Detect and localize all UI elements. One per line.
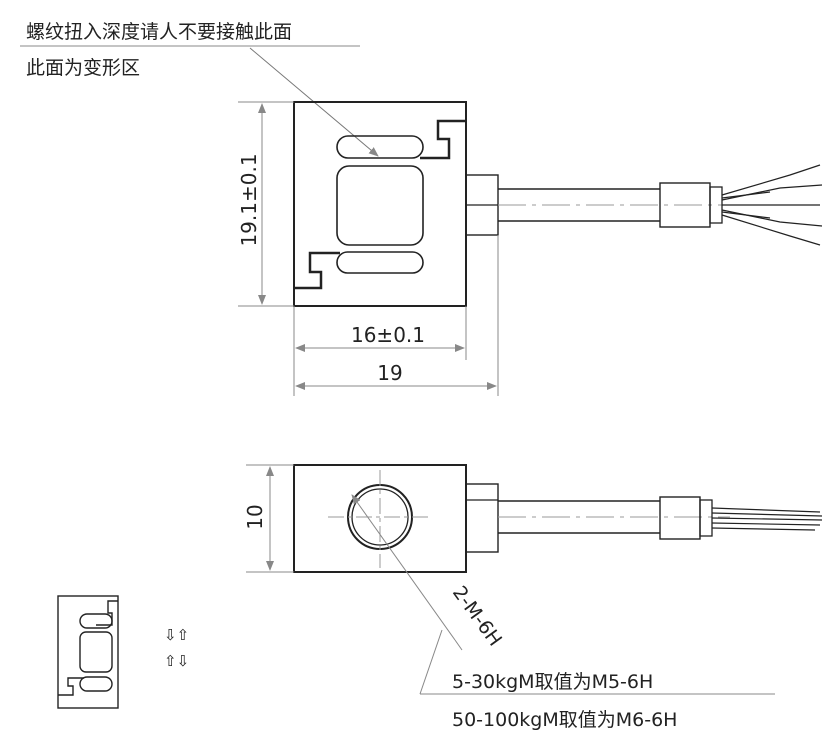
thread-spec-line2: 50-100kgM取值为M6-6H	[452, 709, 677, 731]
inner-width-dimension: 16±0.1	[351, 323, 425, 347]
top-view	[293, 101, 823, 307]
height-dimension: 19.1±0.1	[237, 153, 261, 246]
load-arrows-top: ⇩⇧	[164, 626, 189, 644]
thread-spec-line1: 5-30kgM取值为M5-6H	[452, 671, 653, 693]
total-width-dimension: 19	[377, 361, 402, 385]
side-dimensions	[246, 464, 775, 695]
center-window	[336, 165, 424, 246]
upper-notch	[420, 119, 466, 160]
lower-notch	[294, 251, 340, 290]
deform-note: 此面为变形区	[26, 57, 140, 79]
thread-note: 螺纹扭入深度请人不要接触此面	[26, 21, 292, 43]
cable-wires	[721, 164, 823, 246]
load-direction-diagram	[57, 595, 119, 709]
thread-dimension: 2-M-6H	[448, 582, 506, 650]
thickness-dimension: 10	[243, 504, 267, 529]
load-arrows-bottom: ⇧⇩	[164, 652, 189, 670]
side-view	[293, 464, 823, 573]
upper-slot	[336, 135, 424, 159]
top-dimensions	[238, 101, 499, 396]
lower-slot	[336, 251, 424, 274]
